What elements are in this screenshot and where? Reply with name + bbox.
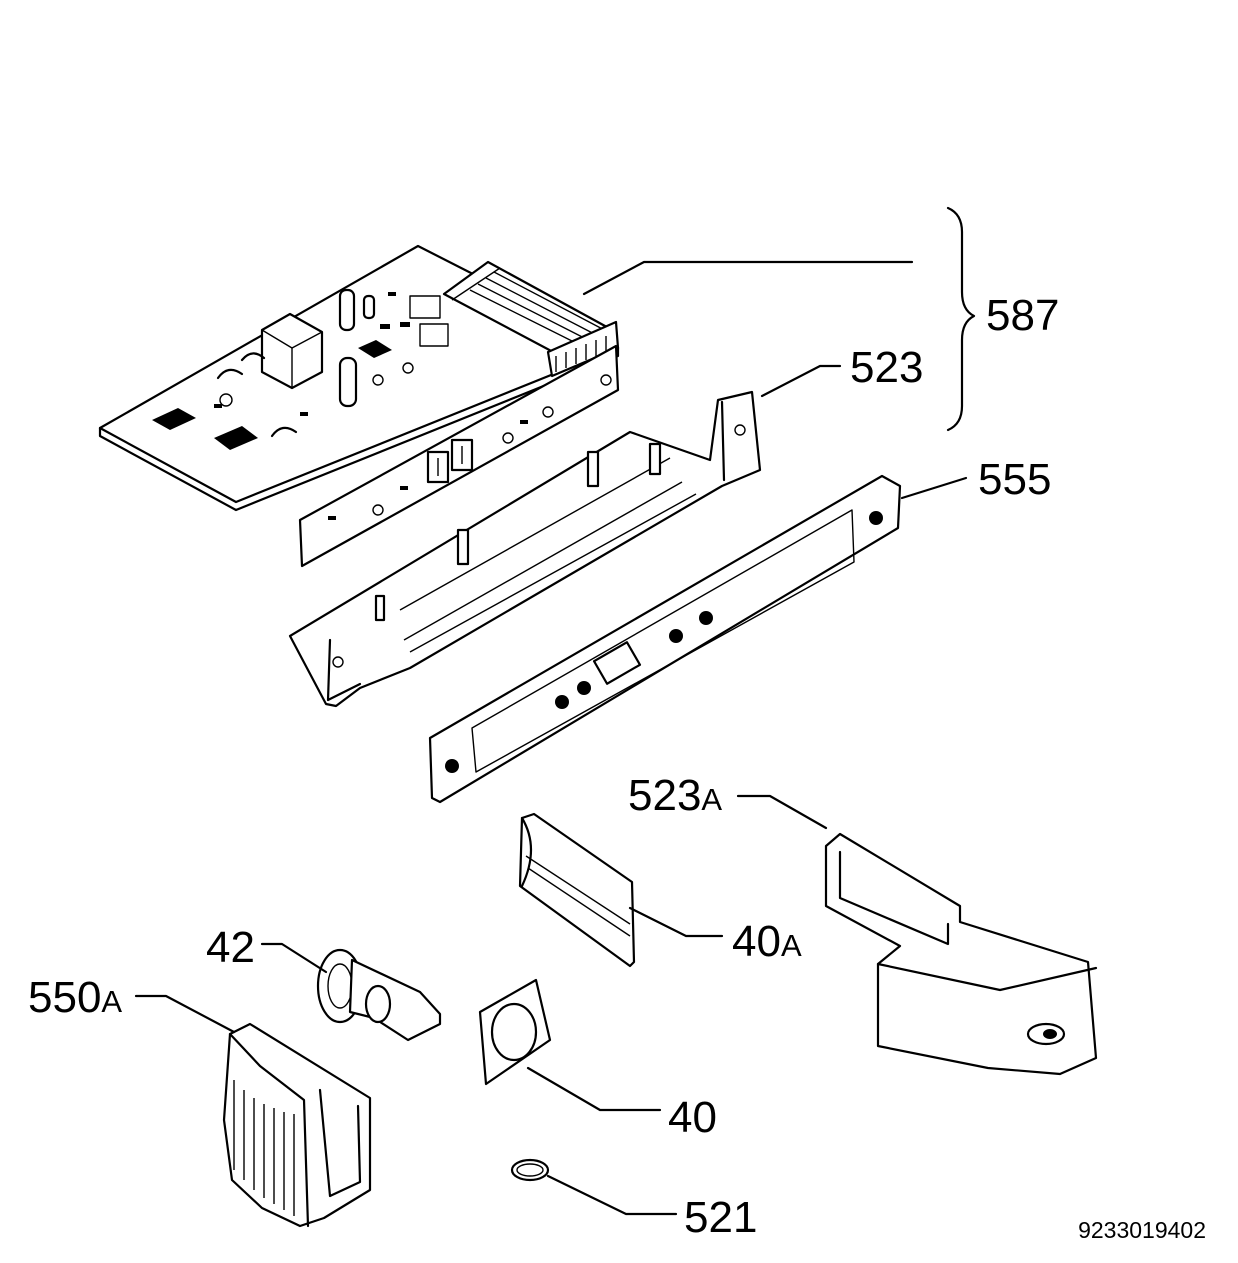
left-hinge-cover-part <box>222 1022 372 1228</box>
callout-550a: 550A <box>28 973 122 1022</box>
strip-part <box>518 812 636 968</box>
gasket-part <box>478 978 552 1086</box>
callout-555: 555 <box>978 455 1051 504</box>
o-ring-part <box>510 1158 550 1182</box>
right-hinge-cover-part <box>824 832 1098 1076</box>
front-panel-part <box>428 474 902 804</box>
callout-40a: 40A <box>732 917 802 966</box>
callout-521: 521 <box>684 1193 757 1242</box>
callout-40: 40 <box>668 1093 717 1142</box>
callout-523: 523 <box>850 343 923 392</box>
callout-42: 42 <box>206 923 255 972</box>
circuit-board-part <box>98 244 620 512</box>
callout-523a: 523A <box>628 771 722 820</box>
leader-lines <box>134 206 976 1216</box>
display-board-part <box>298 344 620 568</box>
callout-587: 587 <box>986 291 1059 340</box>
document-number: 9233019402 <box>1078 1217 1206 1243</box>
control-frame-part <box>288 390 762 708</box>
lamp-holder-part <box>316 948 442 1042</box>
